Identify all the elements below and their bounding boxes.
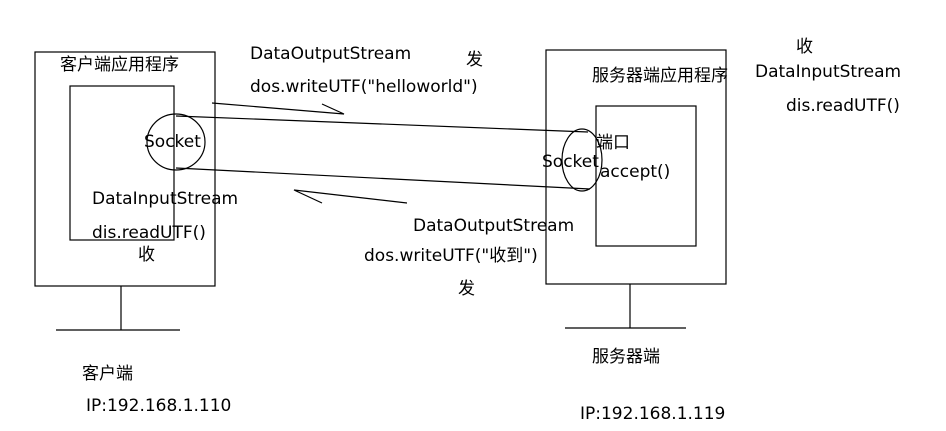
server-device-label: 服务器端	[592, 347, 660, 367]
bottom-message-stream: DataOutputStream	[413, 216, 575, 236]
server-app-title: 服务器端应用程序	[592, 66, 728, 86]
server-accept-call: accept()	[600, 162, 671, 182]
send-arrow-bottom	[293, 189, 408, 204]
client-read-call: dis.readUTF()	[92, 223, 206, 243]
connection-line-top	[175, 115, 589, 133]
top-send-label: 发	[466, 50, 483, 70]
client-app-box	[69, 85, 175, 241]
send-arrow-top	[211, 102, 345, 115]
bottom-send-label: 发	[458, 279, 475, 299]
client-monitor	[34, 51, 216, 287]
client-input-stream: DataInputStream	[92, 189, 239, 209]
server-read-call: dis.readUTF()	[786, 96, 900, 116]
client-socket-ellipse	[146, 113, 206, 171]
client-socket-label: Socket	[144, 132, 201, 152]
connection-line-bottom	[175, 167, 591, 190]
server-ip: IP:192.168.1.119	[580, 404, 726, 424]
server-socket-label: Socket	[542, 152, 599, 172]
server-app-box	[595, 105, 697, 247]
top-message-call: dos.writeUTF("helloworld")	[250, 77, 478, 97]
server-socket-ellipse	[561, 128, 603, 192]
top-message-stream: DataOutputStream	[250, 44, 412, 64]
server-port-label: 端口	[596, 133, 630, 153]
server-monitor	[545, 49, 727, 285]
client-app-title: 客户端应用程序	[60, 55, 179, 75]
server-receive-label: 收	[796, 37, 813, 57]
client-receive-label: 收	[138, 245, 155, 265]
server-input-stream: DataInputStream	[755, 62, 902, 82]
client-ip: IP:192.168.1.110	[86, 396, 232, 416]
client-device-label: 客户端	[82, 364, 133, 384]
bottom-message-call: dos.writeUTF("收到")	[364, 246, 538, 266]
